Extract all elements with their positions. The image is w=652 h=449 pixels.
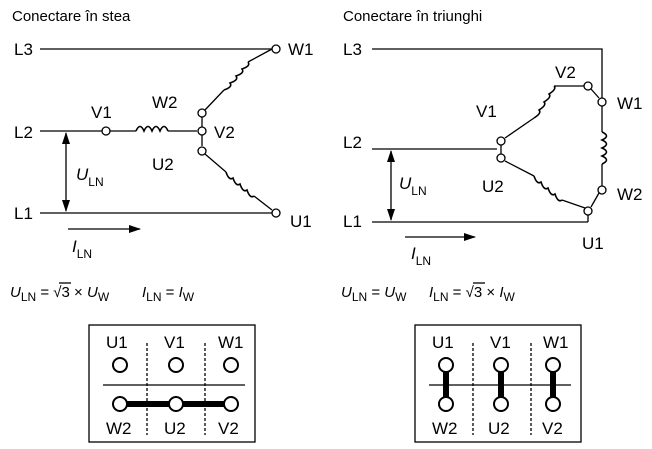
delta-terminal-u2: [496, 153, 506, 163]
delta-title: Conectare în triunghi: [343, 8, 482, 25]
star-lower-coil: [225, 171, 255, 198]
delta-board-w1-terminal: [545, 357, 561, 373]
delta-board-w1-label: W1: [543, 333, 569, 352]
star-terminal-v2: [197, 126, 207, 136]
star-terminal-v1-label: V1: [91, 103, 112, 122]
delta-board-w2-terminal: [438, 396, 454, 412]
star-title: Conectare în stea: [12, 8, 131, 25]
delta-terminal-u2-label: U2: [482, 177, 504, 196]
delta-terminal-u1-label: U1: [582, 234, 604, 253]
star-board-w2-terminal: [112, 396, 128, 412]
delta-terminal-v1-label: V1: [476, 102, 497, 121]
star-board-u1-label: U1: [106, 333, 128, 352]
star-terminal-v1: [101, 126, 111, 136]
delta-l3-wire: [372, 48, 603, 98]
delta-terminal-v2: [583, 81, 593, 91]
star-terminal-point-top: [197, 108, 207, 118]
delta-lower-coil: [533, 175, 563, 202]
star-board-w1-label: W1: [218, 333, 244, 352]
delta-line-l2-label: L2: [343, 133, 362, 152]
delta-board-u1-label: U1: [432, 333, 454, 352]
delta-current-label: ILN: [411, 244, 431, 268]
star-upper-branch-2: [247, 48, 273, 63]
delta-terminal-w2: [597, 185, 607, 195]
delta-upper-coil: [533, 85, 556, 119]
delta-line-l1-label: L1: [343, 212, 362, 231]
star-upper-coil: [223, 61, 250, 91]
delta-current-formula: ILN = √3 × IW: [429, 284, 515, 304]
star-line-l3-label: L3: [14, 40, 33, 59]
star-upper-branch-1: [204, 89, 225, 111]
star-current-formula: ILN = IW: [142, 284, 195, 304]
delta-board-w2-label: W2: [432, 419, 458, 438]
delta-terminal-v2-label: V2: [555, 63, 576, 82]
star-terminal-w1-label: W1: [288, 40, 314, 59]
star-terminal-u1-label: U1: [290, 212, 312, 231]
delta-board-u1-terminal: [438, 357, 454, 373]
star-board-v1-label: V1: [164, 333, 185, 352]
star-board-u2-label: U2: [164, 419, 186, 438]
star-terminal-u1: [271, 208, 281, 218]
delta-voltage-formula: ULN = UW: [341, 284, 407, 304]
delta-board-v2-terminal: [545, 396, 561, 412]
delta-terminal-w1-label: W1: [617, 94, 643, 113]
star-terminal-board: U1 V1 W1 W2 U2 V2: [88, 324, 256, 443]
delta-right-coil: [600, 131, 608, 165]
delta-board-v2-label: V2: [542, 419, 563, 438]
star-coil-u2-label: U2: [152, 155, 174, 174]
delta-v2-w1-link: [590, 88, 600, 99]
star-board-u1-terminal: [112, 357, 128, 373]
star-lower-branch-2: [253, 195, 273, 211]
star-diagram: Conectare în stea L3 L2 L1 ULN ILN V1 W2…: [10, 8, 314, 443]
delta-board-u2-terminal: [493, 396, 509, 412]
star-terminal-w1: [271, 44, 281, 54]
star-board-w1-terminal: [223, 357, 239, 373]
delta-terminal-u1: [583, 206, 593, 216]
delta-voltage-label: ULN: [399, 174, 427, 198]
star-coil-w2-label: W2: [152, 93, 178, 112]
delta-board-u2-label: U2: [488, 419, 510, 438]
delta-w2-u1-link: [590, 192, 600, 208]
delta-lower-side-1: [504, 160, 535, 177]
delta-terminal-w2-label: W2: [617, 185, 643, 204]
delta-lower-side-2: [561, 199, 586, 209]
star-voltage-formula: ULN = √3 × UW: [10, 284, 110, 304]
star-voltage-label: ULN: [76, 165, 104, 189]
star-board-v2-terminal: [223, 396, 239, 412]
star-lower-branch-1: [204, 153, 227, 173]
star-board-w2-label: W2: [106, 419, 132, 438]
star-terminal-point-bottom: [197, 146, 207, 156]
star-terminal-v2-label: V2: [214, 123, 235, 142]
delta-board-v1-label: V1: [490, 333, 511, 352]
star-line-l1-label: L1: [14, 204, 33, 223]
star-board-v2-label: V2: [218, 419, 239, 438]
delta-terminal-w1: [597, 97, 607, 107]
star-board-v1-terminal: [168, 357, 184, 373]
delta-board-v1-terminal: [493, 357, 509, 373]
delta-diagram: Conectare în triunghi L3 L2 L1 ULN ILN V…: [341, 8, 643, 443]
delta-upper-side-1: [504, 117, 535, 139]
star-line-l2-label: L2: [14, 123, 33, 142]
star-current-label: ILN: [72, 237, 92, 261]
delta-terminal-board: U1 V1 W1 W2 U2 V2: [414, 324, 582, 443]
star-w2-coil: [135, 125, 169, 133]
delta-terminal-v1: [496, 136, 506, 146]
delta-line-l3-label: L3: [343, 40, 362, 59]
star-board-u2-terminal: [168, 396, 184, 412]
star-board-frame: [88, 324, 256, 443]
